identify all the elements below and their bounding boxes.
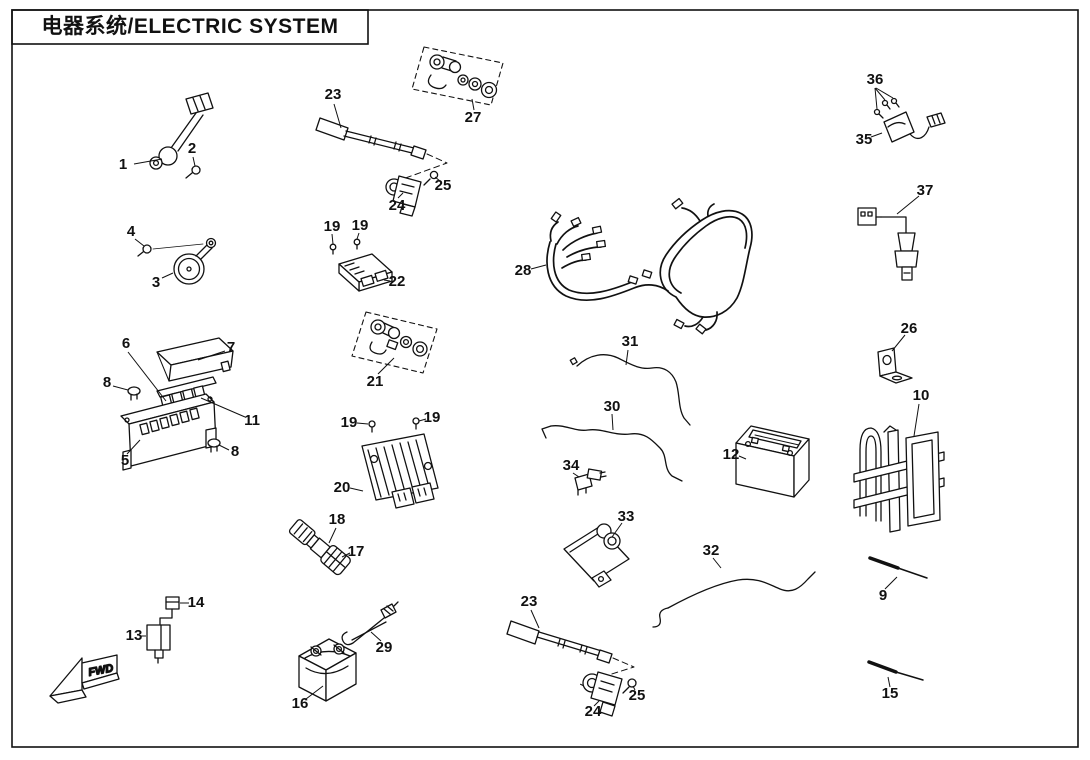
part-voltage-regulator bbox=[361, 417, 439, 509]
part-label-34: 34 bbox=[563, 457, 580, 474]
part-label-32: 32 bbox=[703, 542, 720, 559]
part-label-2: 2 bbox=[188, 140, 196, 157]
fwd-label: FWD bbox=[87, 662, 114, 679]
part-label-5: 5 bbox=[121, 452, 129, 469]
fwd-arrow: FWD bbox=[49, 654, 120, 704]
part-label-22: 22 bbox=[389, 273, 406, 290]
part-fuse-box bbox=[120, 337, 234, 471]
part-label-23: 23 bbox=[325, 86, 342, 103]
part-label-4: 4 bbox=[127, 223, 136, 240]
part-flasher bbox=[146, 596, 180, 664]
part-label-36: 36 bbox=[867, 71, 884, 88]
part-label-24: 24 bbox=[389, 197, 406, 214]
part-label-19: 19 bbox=[341, 414, 358, 431]
part-cable-29 bbox=[341, 601, 399, 646]
leader-lines bbox=[112, 87, 920, 707]
part-strap-15 bbox=[867, 660, 924, 681]
part-label-25: 25 bbox=[435, 177, 452, 194]
part-label-25: 25 bbox=[629, 687, 646, 704]
part-label-15: 15 bbox=[882, 685, 899, 702]
part-label-14: 14 bbox=[188, 594, 205, 611]
part-sensor-35 bbox=[873, 97, 946, 143]
part-label-20: 20 bbox=[334, 479, 351, 496]
part-relay-33 bbox=[563, 523, 630, 588]
part-sensor-37 bbox=[857, 207, 919, 281]
part-spark-plug-cable-top bbox=[315, 117, 448, 217]
part-label-26: 26 bbox=[901, 320, 918, 337]
part-cable-30 bbox=[541, 425, 683, 482]
part-label-23: 23 bbox=[521, 593, 538, 610]
page-border bbox=[11, 9, 1079, 748]
part-label-19: 19 bbox=[424, 409, 441, 426]
part-label-29: 29 bbox=[376, 639, 393, 656]
page-title: 电器系统/ELECTRIC SYSTEM bbox=[41, 14, 338, 38]
part-label-28: 28 bbox=[515, 262, 532, 279]
part-label-7: 7 bbox=[227, 339, 235, 356]
part-ecu bbox=[329, 238, 393, 292]
part-repair-kit-21 bbox=[351, 311, 438, 374]
part-battery-holder bbox=[853, 425, 945, 533]
part-main-wire-harness bbox=[546, 197, 753, 335]
part-label-35: 35 bbox=[856, 131, 873, 148]
part-label-1: 1 bbox=[119, 156, 127, 173]
part-label-6: 6 bbox=[122, 335, 130, 352]
part-cable-31 bbox=[569, 354, 691, 426]
part-label-16: 16 bbox=[292, 695, 309, 712]
part-bracket-26 bbox=[877, 347, 913, 384]
part-label-19: 19 bbox=[352, 217, 369, 234]
part-label-8: 8 bbox=[231, 443, 239, 460]
part-spark-plug-cable-bottom bbox=[506, 620, 637, 717]
part-label-30: 30 bbox=[604, 398, 621, 415]
part-label-8: 8 bbox=[103, 374, 111, 391]
part-battery bbox=[735, 425, 810, 498]
part-horn bbox=[137, 237, 217, 285]
part-label-13: 13 bbox=[126, 627, 143, 644]
part-label-27: 27 bbox=[465, 109, 482, 126]
part-starter-relay bbox=[298, 638, 357, 702]
part-label-33: 33 bbox=[618, 508, 635, 525]
part-label-3: 3 bbox=[152, 274, 160, 291]
part-connector-assembly bbox=[288, 519, 351, 576]
title-box bbox=[11, 9, 369, 45]
part-label-18: 18 bbox=[329, 511, 346, 528]
part-label-24: 24 bbox=[585, 703, 602, 720]
part-sensor-34 bbox=[574, 468, 607, 496]
part-cable-32 bbox=[652, 571, 816, 628]
part-label-31: 31 bbox=[622, 333, 639, 350]
part-label-21: 21 bbox=[367, 373, 384, 390]
part-label-10: 10 bbox=[913, 387, 930, 404]
part-label-37: 37 bbox=[917, 182, 934, 199]
part-label-11: 11 bbox=[244, 412, 260, 429]
part-label-17: 17 bbox=[348, 543, 365, 560]
part-speed-sensor bbox=[149, 92, 214, 250]
part-label-19: 19 bbox=[324, 218, 341, 235]
part-strap-9 bbox=[868, 556, 928, 579]
part-repair-kit-27 bbox=[411, 46, 504, 106]
part-label-12: 12 bbox=[723, 446, 740, 463]
part-label-9: 9 bbox=[879, 587, 887, 604]
